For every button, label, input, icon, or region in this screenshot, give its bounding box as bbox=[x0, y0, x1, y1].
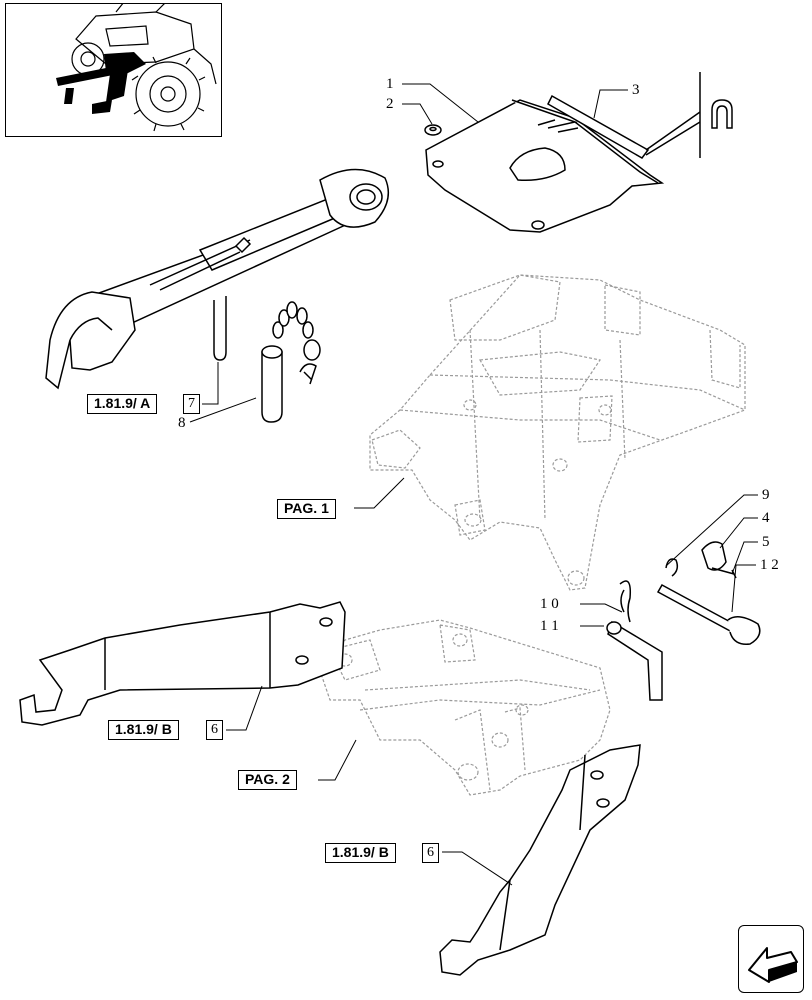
item-lower-link-right: 6 bbox=[422, 843, 439, 863]
ref-page-2[interactable]: PAG. 2 bbox=[238, 770, 297, 790]
rubber-strip bbox=[547, 94, 650, 159]
ref-top-link[interactable]: 1.81.9/ A bbox=[87, 394, 158, 414]
washer bbox=[424, 124, 442, 136]
callout-8: 8 bbox=[178, 415, 186, 431]
callout-3: 3 bbox=[632, 82, 640, 98]
guard-plate bbox=[425, 99, 665, 233]
tractor-location-thumbnail bbox=[5, 1, 222, 137]
callout-12: 1 2 bbox=[760, 557, 779, 573]
chained-pin bbox=[261, 301, 321, 423]
item-lower-link-left: 6 bbox=[206, 720, 223, 740]
callout-9: 9 bbox=[762, 487, 770, 503]
strip-profile-detail bbox=[645, 72, 733, 158]
hitch-frame-ghost bbox=[369, 274, 746, 591]
lower-pin-assembly bbox=[606, 541, 761, 701]
ref-lower-link-right[interactable]: 1.81.9/ B bbox=[325, 843, 396, 863]
lower-link-right bbox=[439, 744, 641, 976]
callout-10: 1 0 bbox=[540, 596, 559, 612]
item-top-link: 7 bbox=[183, 394, 200, 414]
ref-page-1[interactable]: PAG. 1 bbox=[277, 499, 336, 519]
callout-1: 1 bbox=[386, 76, 394, 92]
callout-11: 1 1 bbox=[540, 618, 559, 634]
ref-lower-link-left[interactable]: 1.81.9/ B bbox=[108, 720, 179, 740]
tractor-thumbnail-drawing bbox=[56, 1, 217, 132]
leader-lines bbox=[189, 83, 758, 886]
callout-4: 4 bbox=[762, 510, 770, 526]
back-arrow-glyph bbox=[748, 947, 798, 983]
coupler-frame-ghost bbox=[317, 619, 611, 796]
callout-5: 5 bbox=[762, 534, 770, 550]
top-link bbox=[45, 168, 390, 390]
lower-link-left bbox=[19, 601, 346, 726]
callout-2: 2 bbox=[386, 96, 394, 112]
back-arrow-icon[interactable] bbox=[738, 925, 804, 993]
